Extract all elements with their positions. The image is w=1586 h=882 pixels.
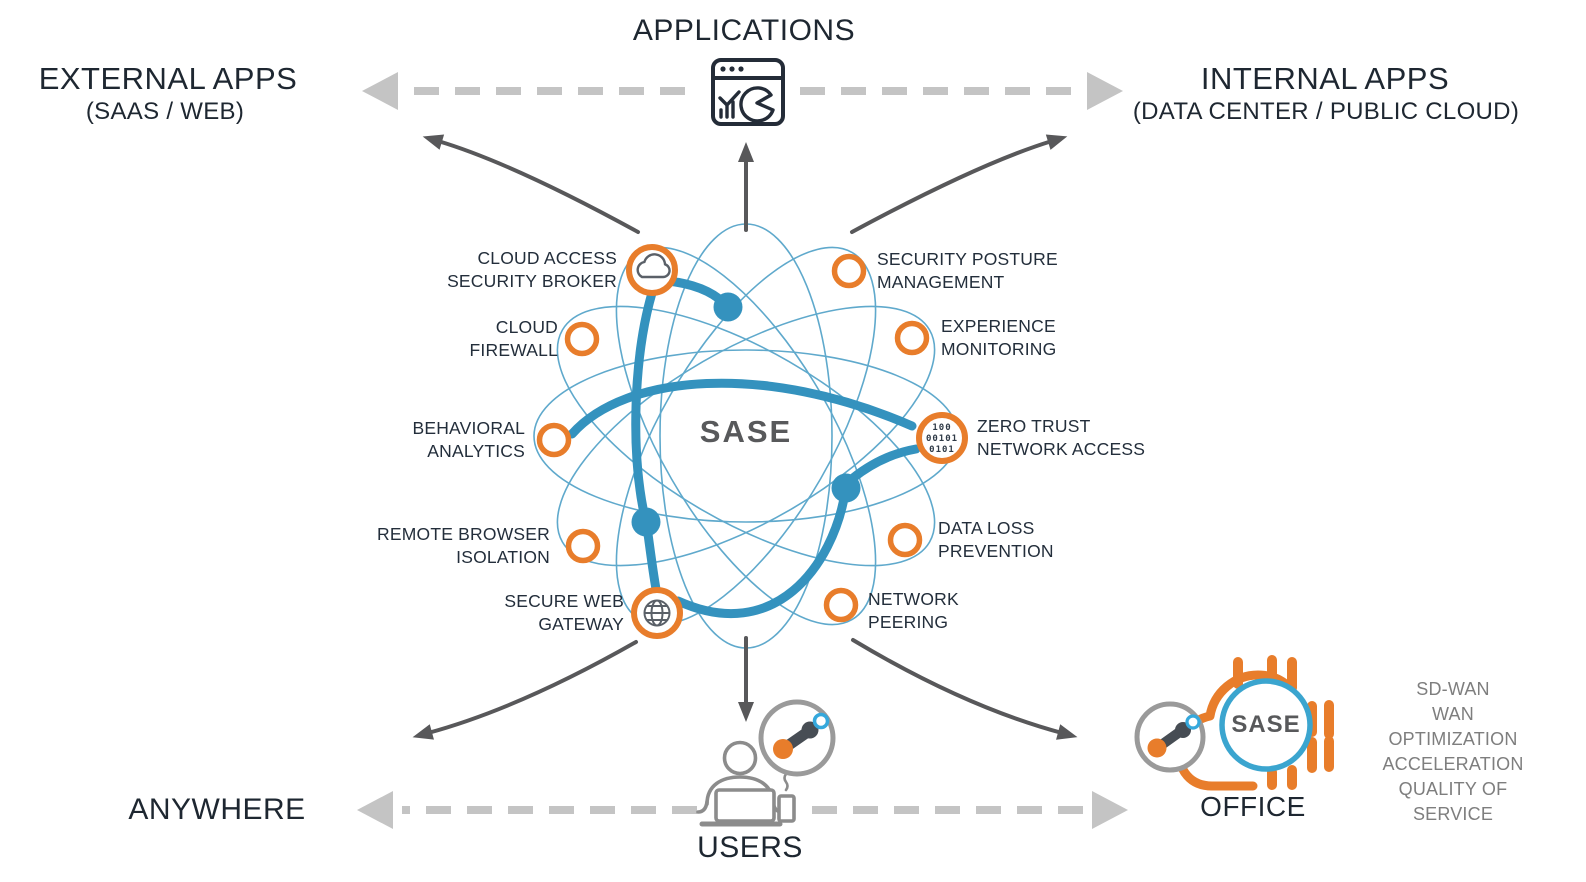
- ring-experience-monitoring: [894, 320, 930, 356]
- binary-code-icon: 100 00101 0101: [926, 423, 958, 455]
- external-apps-title: EXTERNAL APPS: [38, 61, 298, 96]
- service-label-remote-browser-isolation: REMOTE BROWSER ISOLATION: [377, 524, 550, 567]
- office-sase-badge-label: SASE: [1231, 711, 1301, 738]
- service-label-zero-trust-network-access: ZERO TRUST NETWORK ACCESS: [977, 416, 1146, 459]
- ring-remote-browser-isolation: [565, 528, 601, 564]
- ring-behavioral-analytics: [536, 422, 572, 458]
- service-label-security-posture-management: SECURITY POSTURE MANAGEMENT: [877, 249, 1058, 292]
- office-sase-badge: [1219, 678, 1313, 772]
- internal-apps-title: INTERNAL APPS: [1200, 61, 1450, 96]
- molecule-logo: [773, 712, 830, 759]
- dashed-flow-arrows: [402, 87, 1085, 814]
- ring-zero-trust-network-access: [916, 412, 968, 464]
- atom-electron-dots: [631, 292, 861, 537]
- sase-center-label: SASE: [699, 414, 793, 449]
- service-label-cloud-firewall: CLOUD FIREWALL: [469, 317, 558, 360]
- browser-analytics-icon: [711, 58, 785, 126]
- users-label: USERS: [697, 831, 803, 864]
- office-feature: ACCELERATION: [1382, 754, 1524, 774]
- molecule-logo: [1147, 714, 1201, 758]
- external-apps-subtitle: (SAAS / WEB): [85, 98, 245, 125]
- atom-electron-trails: [567, 276, 921, 618]
- office-feature: SD-WAN: [1416, 679, 1490, 699]
- users-badge: [758, 699, 836, 777]
- ring-security-posture-management: [831, 253, 867, 289]
- cloud-icon: [636, 253, 671, 279]
- service-label-casb: CLOUD ACCESS SECURITY BROKER: [447, 248, 617, 291]
- internal-apps-subtitle: (DATA CENTER / PUBLIC CLOUD): [1132, 98, 1520, 125]
- anywhere-label: ANYWHERE: [128, 793, 306, 826]
- svg-text:00101: 00101: [926, 434, 958, 444]
- svg-text:0101: 0101: [929, 445, 955, 455]
- globe-icon: [643, 599, 671, 627]
- ring-cloud-firewall: [564, 321, 600, 357]
- office-feature: WAN OPTIMIZATION: [1388, 704, 1518, 749]
- service-label-behavioral-analytics: BEHAVIORAL ANALYTICS: [412, 418, 525, 461]
- svg-text:100: 100: [932, 423, 951, 433]
- office-feature-list: SD-WAN WAN OPTIMIZATION ACCELERATION QUA…: [1382, 677, 1523, 827]
- person-laptop-icon: [696, 740, 796, 827]
- office-label: OFFICE: [1200, 791, 1306, 822]
- service-label-data-loss-prevention: DATA LOSS PREVENTION: [938, 518, 1054, 561]
- ring-data-loss-prevention: [887, 522, 923, 558]
- corner-arrows: [412, 134, 1078, 740]
- service-label-network-peering: NETWORK PEERING: [868, 589, 959, 632]
- dashed-arrowheads: [357, 72, 1128, 829]
- service-label-secure-web-gateway: SECURE WEB GATEWAY: [504, 591, 624, 634]
- office-logo-badge: [1134, 701, 1206, 773]
- office-feature: QUALITY OF SERVICE: [1398, 779, 1508, 824]
- service-label-experience-monitoring: EXPERIENCE MONITORING: [941, 316, 1057, 359]
- ring-network-peering: [823, 587, 859, 623]
- applications-label: APPLICATIONS: [632, 14, 856, 47]
